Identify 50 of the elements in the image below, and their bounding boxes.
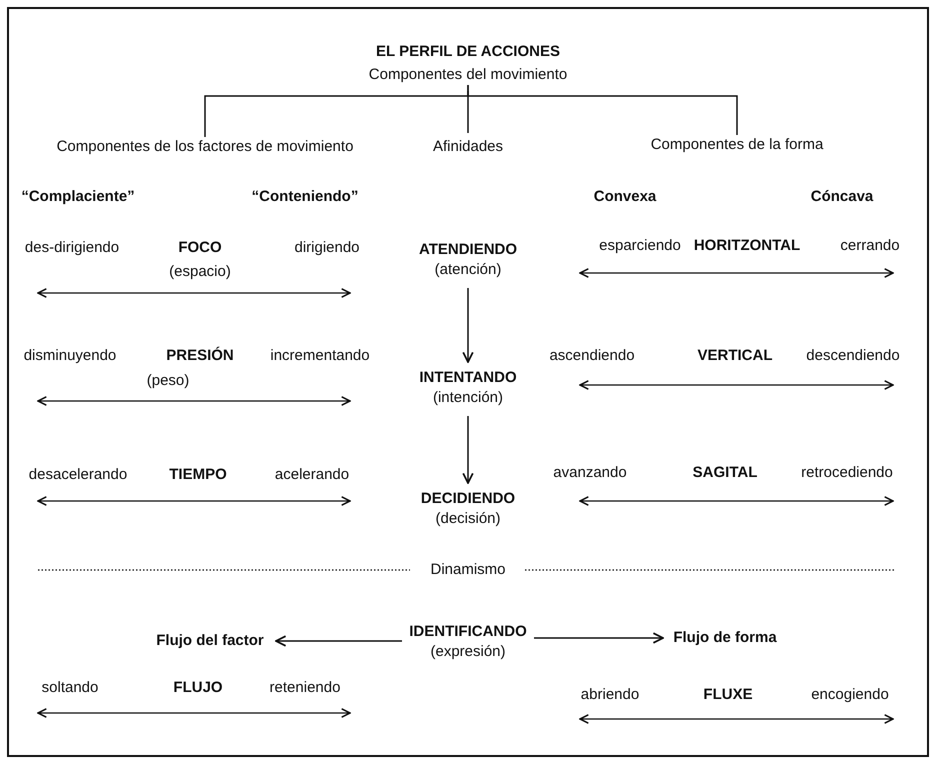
arrow <box>534 632 664 644</box>
affinity-label: ATENDIENDO <box>418 240 518 260</box>
factor-note: (espacio) <box>169 262 231 282</box>
note-text: (expresión) <box>429 642 507 662</box>
pole-label: acelerando <box>274 464 350 485</box>
note-text: (intención) <box>432 388 504 408</box>
pole-label: ascendiendo <box>549 346 635 366</box>
subtitle-text: Componentes del movimiento <box>368 64 568 86</box>
pole-label: “Complaciente” <box>21 186 135 207</box>
factor-label: VERTICAL <box>698 346 772 366</box>
pole-label: reteniendo <box>270 678 340 698</box>
pole-label: avanzando <box>553 462 627 483</box>
affinity-label: DECIDIENDO <box>420 488 516 509</box>
pole-label: Cóncava <box>810 186 874 207</box>
pole-label: dirigiendo <box>294 238 360 258</box>
factor-note: (peso) <box>146 370 190 391</box>
factor-label: FLUXE <box>703 684 753 705</box>
pole-label: Convexa <box>594 186 656 207</box>
pole-label: desacelerando <box>28 464 128 485</box>
category-heading: Componentes de la forma <box>650 134 824 156</box>
connector-line <box>467 85 738 135</box>
pole-label: retrocediendo <box>801 462 893 483</box>
arrow <box>275 635 402 647</box>
pole-label: disminuyendo <box>24 346 116 366</box>
arrow <box>462 288 474 363</box>
pole-label: des-dirigiendo <box>24 238 120 258</box>
pole-label: abriendo <box>580 684 640 705</box>
note-text: (decisión) <box>434 509 502 529</box>
factor-label: HORITZONTAL <box>694 236 800 256</box>
pole-label: encogiendo <box>811 684 889 705</box>
category-heading: Componentes de los factores de movimiento <box>56 136 354 158</box>
affinity-label: INTENTANDO <box>419 368 517 388</box>
pole-label: descendiendo <box>806 346 900 366</box>
pole-label: esparciendo <box>599 236 681 256</box>
arrow <box>462 416 474 484</box>
factor-label: TIEMPO <box>169 464 227 485</box>
factor-label: SAGITAL <box>692 462 758 483</box>
flow-heading: Flujo de forma <box>673 628 777 648</box>
category-heading: Afinidades <box>432 136 504 158</box>
factor-label: FOCO <box>178 238 222 258</box>
pole-label: “Conteniendo” <box>252 186 358 207</box>
pole-label: soltando <box>42 678 98 698</box>
factor-label: FLUJO <box>173 678 223 698</box>
factor-label: PRESIÓN <box>166 346 234 366</box>
pole-label: incrementando <box>270 346 370 366</box>
affinity-label: IDENTIFICANDO <box>409 622 527 642</box>
flow-heading: Flujo del factor <box>156 630 264 652</box>
title-text: EL PERFIL DE ACCIONES <box>376 42 560 62</box>
pole-label: cerrando <box>840 236 900 256</box>
note-text: (atención) <box>434 260 502 280</box>
